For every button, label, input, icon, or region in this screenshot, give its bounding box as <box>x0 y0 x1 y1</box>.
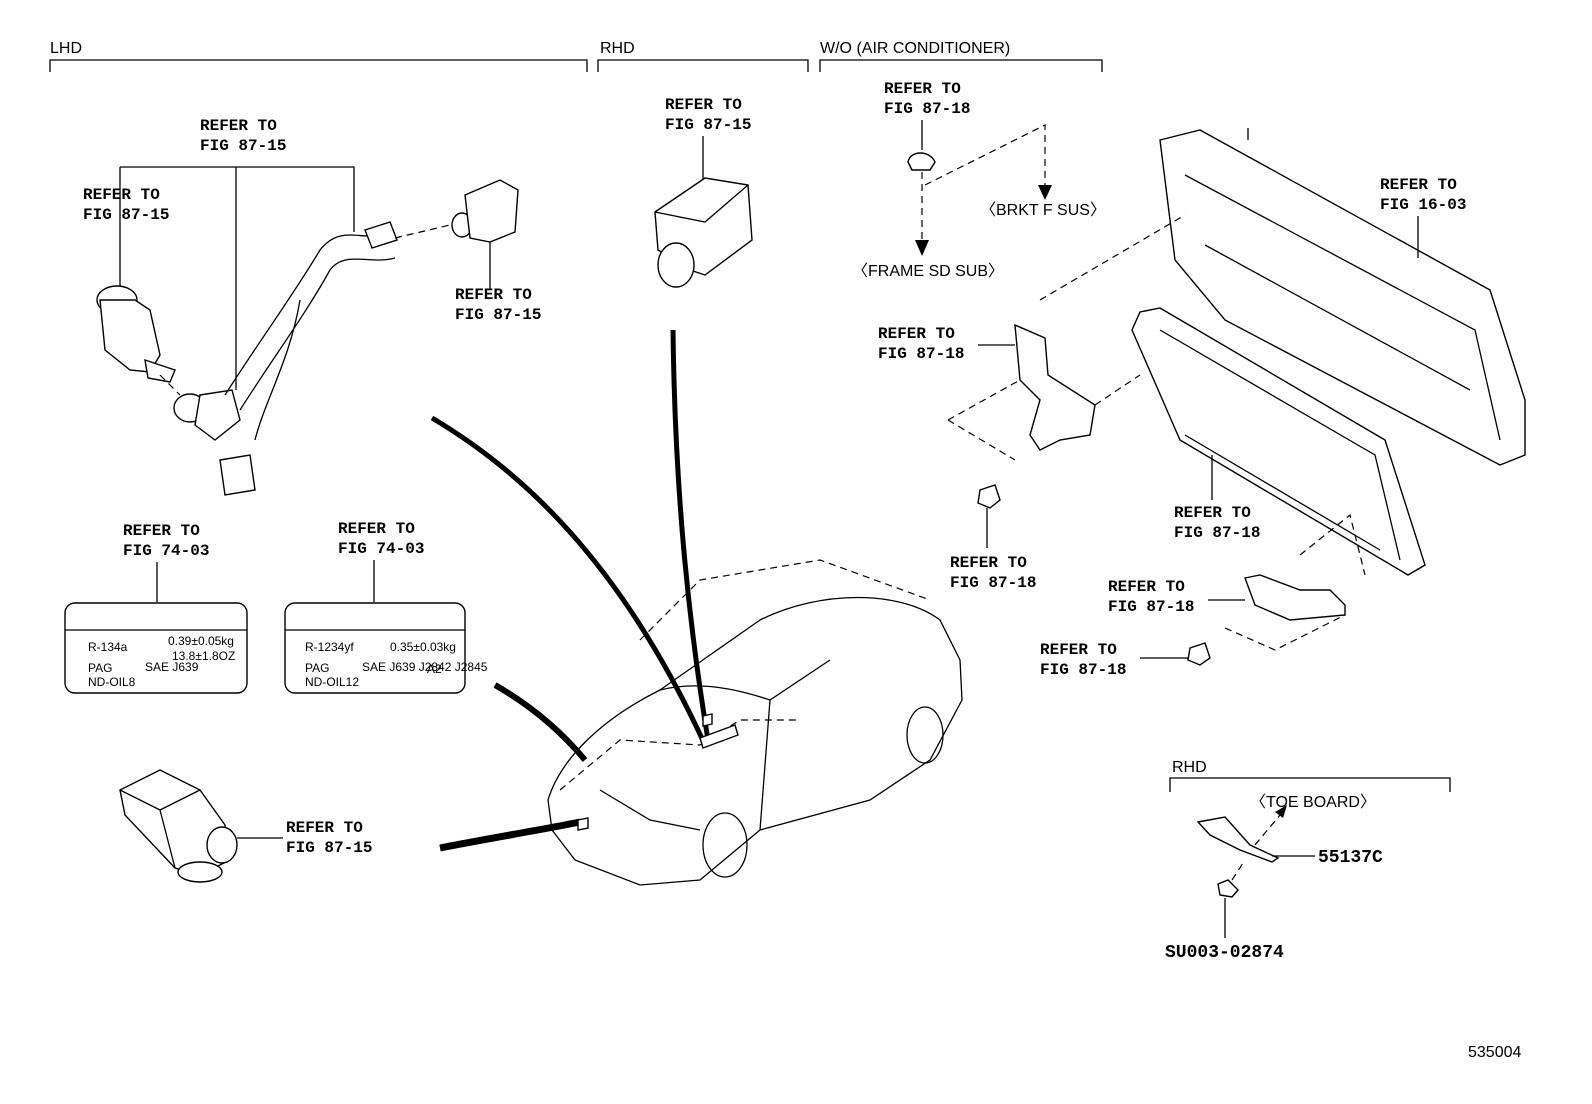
radiator: REFER TO FIG 16-03 <box>1159 128 1526 466</box>
ref-bolt-lower-line2: FIG 87-18 <box>1040 661 1126 679</box>
section-rhd-bottom-label: RHD <box>1172 759 1207 776</box>
ref-sensor-right-line2: FIG 87-15 <box>455 306 541 324</box>
label-left-oil-name: ND-OIL8 <box>88 675 136 689</box>
label-left-amount-oz: 13.8±1.8OZ <box>172 649 235 663</box>
ref-condenser-line1: REFER TO <box>1174 504 1251 522</box>
ref-bottom-sensor-line2: FIG 87-15 <box>286 839 372 857</box>
lhd-sensor-harness <box>96 166 519 496</box>
section-wo-ac: W/O (AIR CONDITIONER) <box>819 40 1103 72</box>
bracket-lower: REFER TO FIG 87-18 REFER TO FIG 87-18 <box>1040 513 1366 679</box>
ref-bracket-upper-line2: FIG 87-18 <box>878 345 964 363</box>
ref-top-center: REFER TO FIG 87-15 <box>200 117 286 155</box>
ref-label-left-line2: FIG 74-03 <box>123 542 209 560</box>
ref-clip-line1: REFER TO <box>884 80 961 98</box>
bottom-sensor: REFER TO FIG 87-15 <box>119 769 372 883</box>
ref-rhd-sensor-line2: FIG 87-15 <box>665 116 751 134</box>
ref-bracket-lower-line1: REFER TO <box>1108 578 1185 596</box>
ref-radiator-line1: REFER TO <box>1380 176 1457 194</box>
ref-condenser-line2: FIG 87-18 <box>1174 524 1260 542</box>
label-right-refrigerant: R-1234yf <box>305 640 354 654</box>
label-left-amount-kg: 0.39±0.05kg <box>168 634 234 648</box>
ref-bolt-lower-line1: REFER TO <box>1040 641 1117 659</box>
ref-left-upper: REFER TO FIG 87-15 <box>83 186 169 224</box>
ref-bracket-upper-line1: REFER TO <box>878 325 955 343</box>
ref-radiator-line2: FIG 16-03 <box>1380 196 1466 214</box>
leader-lines <box>430 329 711 852</box>
bracket-upper: REFER TO FIG 87-18 REFER TO FIG 87-18 <box>878 214 1186 592</box>
ref-label-right-line2: FIG 74-03 <box>338 540 424 558</box>
ref-sensor-right-line1: REFER TO <box>455 286 532 304</box>
ref-clip-line2: FIG 87-18 <box>884 100 970 118</box>
label-left-small: SAE J639 <box>145 660 199 674</box>
label-right-suffix: A2 <box>427 662 442 676</box>
ref-sensor-right: REFER TO FIG 87-15 <box>455 286 541 324</box>
section-lhd: LHD <box>49 40 588 72</box>
section-rhd-label: RHD <box>600 40 635 57</box>
ref-left-upper-line2: FIG 87-15 <box>83 206 169 224</box>
label-right: REFER TO FIG 74-03 R-1234yf 0.35±0.03kg … <box>284 520 488 694</box>
label-right-oil-name: ND-OIL12 <box>305 675 359 689</box>
label-left: REFER TO FIG 74-03 R-134a 0.39±0.05kg 13… <box>64 522 248 694</box>
clip-group: REFER TO FIG 87-18 〈BRKT F SUS〉 〈FRAME S… <box>852 80 1106 280</box>
ref-label-right-line1: REFER TO <box>338 520 415 538</box>
section-wo-ac-label: W/O (AIR CONDITIONER) <box>820 40 1010 57</box>
condenser: REFER TO FIG 87-18 <box>1131 307 1426 576</box>
ref-rhd-sensor-line1: REFER TO <box>665 96 742 114</box>
ref-bottom-sensor-line1: REFER TO <box>286 819 363 837</box>
figure-id: 535004 <box>1468 1044 1521 1061</box>
car-outline <box>547 559 963 886</box>
callout-toe-board: 〈TOE BOARD〉 <box>1250 794 1376 811</box>
section-rhd-top: RHD <box>597 40 809 72</box>
section-lhd-label: LHD <box>50 40 82 57</box>
label-left-refrigerant: R-134a <box>88 640 128 654</box>
label-right-oil-type: PAG <box>305 661 329 675</box>
ref-top-center-line1: REFER TO <box>200 117 277 135</box>
rhd-sensor: REFER TO FIG 87-15 <box>654 96 753 288</box>
label-right-amount-kg: 0.35±0.03kg <box>390 640 456 654</box>
ref-left-upper-line1: REFER TO <box>83 186 160 204</box>
ref-bolt-upper-line1: REFER TO <box>950 554 1027 572</box>
part-number-55137c: 55137C <box>1318 848 1383 868</box>
callout-frame: 〈FRAME SD SUB〉 <box>852 263 1004 280</box>
ref-top-center-line2: FIG 87-15 <box>200 137 286 155</box>
label-left-oil-type: PAG <box>88 661 112 675</box>
callout-brkt: 〈BRKT F SUS〉 <box>980 202 1106 219</box>
section-rhd-bottom: RHD 〈TOE BOARD〉 55137C SU003-02874 <box>1165 759 1451 963</box>
label-right-small: SAE J639 J2842 J2845 <box>362 660 488 674</box>
part-number-su003: SU003-02874 <box>1165 943 1284 963</box>
ref-bolt-upper-line2: FIG 87-18 <box>950 574 1036 592</box>
ref-label-left-line1: REFER TO <box>123 522 200 540</box>
ref-bracket-lower-line2: FIG 87-18 <box>1108 598 1194 616</box>
